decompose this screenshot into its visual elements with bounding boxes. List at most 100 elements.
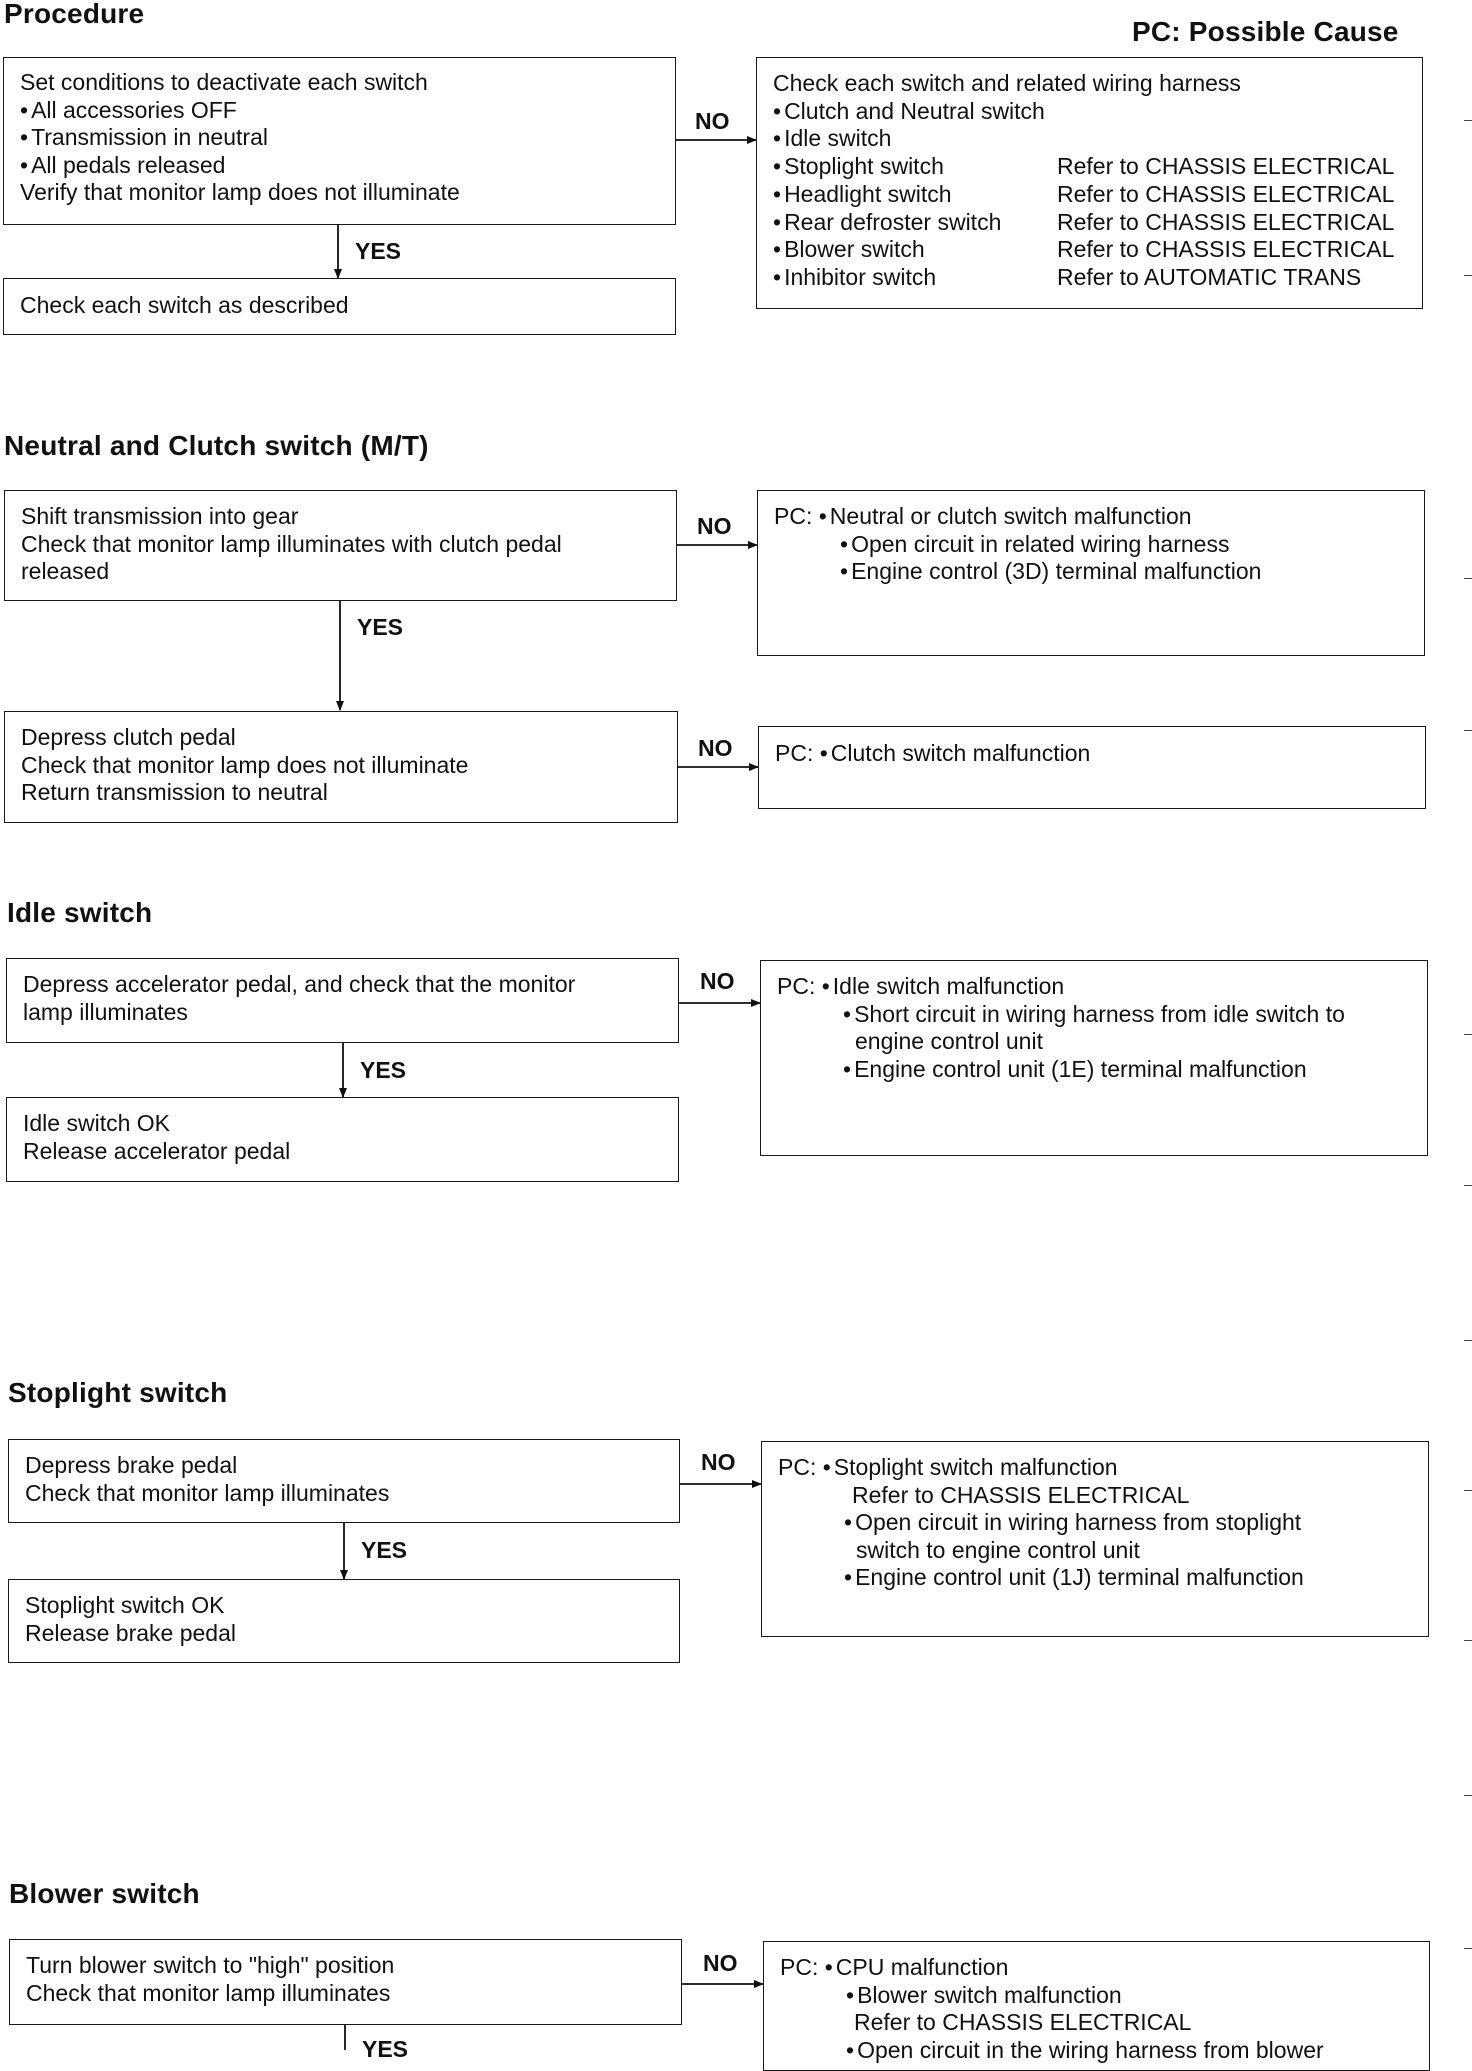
margin-mark [1464,1034,1472,1035]
step-text: Shift transmission into gear [21,503,299,529]
pc-legend: PC: Possible Cause [1132,16,1399,47]
switch-ref: Refer to CHASSIS ELECTRICAL [1057,180,1395,207]
check-harness-box: Check each switch and related wiring har… [756,57,1423,309]
pc-item: Clutch switch malfunction [820,740,1091,766]
possible-cause-box: PC: CPU malfunction Blower switch malfun… [763,1941,1430,2071]
pc-line: PC: Neutral or clutch switch malfunction [774,503,1408,531]
switch-name: Headlight switch [773,181,1057,209]
step-text: Check that monitor lamp does not illumin… [21,751,469,778]
pc-prefix: PC: [778,1454,817,1480]
step-title: Set conditions to deactivate each switch [20,69,428,95]
step-text: Depress clutch pedal [21,724,236,750]
accelerator-step-box: Depress accelerator pedal, and check tha… [6,958,679,1043]
yes-label: YES [360,1057,407,1083]
blower-step-box: Turn blower switch to "high" position Ch… [9,1939,682,2025]
margin-mark [1464,1795,1472,1796]
pc-prefix: PC: [780,1954,819,1980]
yes-label: YES [357,614,404,640]
pc-item: Open circuit in wiring harness from stop… [778,1509,1412,1537]
margin-mark [1464,1185,1472,1186]
yes-label: YES [361,1537,408,1563]
pc-item: Blower switch malfunction [780,1982,1413,2010]
condition-item: All accessories OFF [20,97,659,125]
section-title: Idle switch [7,897,153,928]
step-text: Check that monitor lamp illuminates with… [21,530,562,557]
condition-item: Transmission in neutral [20,124,659,152]
switch-name: Inhibitor switch [773,264,1057,292]
pc-prefix: PC: [775,740,814,766]
pc-item: Neutral or clutch switch malfunction [819,503,1192,529]
step-text: Return transmission to neutral [21,779,328,805]
section-title: Neutral and Clutch switch (M/T) [4,430,429,461]
yes-label: YES [355,238,402,264]
procedure-heading: Procedure [4,0,145,29]
depress-clutch-step-box: Depress clutch pedal Check that monitor … [4,711,678,823]
switch-ref: Refer to CHASSIS ELECTRICAL [1057,236,1395,263]
stoplight-ok-box: Stoplight switch OK Release brake pedal [8,1579,680,1663]
pc-line: PC: Clutch switch malfunction [775,740,1409,768]
idle-ok-box: Idle switch OK Release accelerator pedal [6,1097,679,1182]
switch-ref: Refer to AUTOMATIC TRANS [1057,263,1362,290]
step-text: Idle switch OK [23,1110,170,1136]
step-text: Turn blower switch to "high" position [26,1952,395,1978]
verify-text: Verify that monitor lamp does not illumi… [20,179,460,205]
no-label: NO [703,1950,738,1976]
pc-item: Engine control unit (1E) terminal malfun… [777,1056,1411,1084]
step-text: Stoplight switch OK [25,1592,225,1618]
deactivate-step-box: Set conditions to deactivate each switch… [3,57,676,225]
no-label: NO [700,968,735,994]
margin-mark [1464,1490,1472,1491]
step-text: Depress accelerator pedal, and check tha… [23,971,576,997]
pc-item: Engine control (3D) terminal malfunction [774,558,1408,586]
no-label: NO [697,513,732,539]
step-text: Check that monitor lamp illuminates [25,1479,390,1506]
margin-mark [1464,1340,1472,1341]
step-text: Release accelerator pedal [23,1137,291,1164]
pc-line: PC: Idle switch malfunction [777,973,1411,1001]
possible-cause-box: PC: Stoplight switch malfunction Refer t… [761,1441,1429,1637]
step-text: Release brake pedal [25,1619,236,1646]
margin-mark [1464,275,1472,276]
pc-line: PC: Stoplight switch malfunction [778,1454,1412,1482]
switch-ref: Refer to CHASSIS ELECTRICAL [1057,208,1395,235]
pc-prefix: PC: [777,973,816,999]
possible-cause-box: PC: Idle switch malfunction Short circui… [760,960,1428,1156]
step-text: released [21,558,110,584]
switch-ref: Refer to CHASSIS ELECTRICAL [1057,153,1395,180]
margin-mark [1464,578,1472,579]
pc-item: Engine control unit (1J) terminal malfun… [778,1564,1412,1592]
step-text: Depress brake pedal [25,1452,238,1478]
no-label: NO [695,108,730,134]
pc-item: Open circuit in related wiring harness [774,531,1408,559]
switch-name: Blower switch [773,236,1057,264]
switch-row: Clutch and Neutral switch [773,98,1406,126]
brake-step-box: Depress brake pedal Check that monitor l… [8,1439,680,1523]
check-switches-text: Check each switch as described [20,292,349,318]
harness-title: Check each switch and related wiring har… [773,70,1241,96]
pc-item-cont: engine control unit [855,1028,1043,1054]
switch-name: Rear defroster switch [773,209,1057,237]
margin-mark [1464,120,1472,121]
no-label: NO [701,1449,736,1475]
pc-item: Idle switch malfunction [822,973,1064,999]
possible-cause-box: PC: Neutral or clutch switch malfunction… [757,490,1425,656]
shift-gear-step-box: Shift transmission into gear Check that … [4,490,677,601]
possible-cause-box: PC: Clutch switch malfunction [758,726,1426,809]
pc-ref: Refer to CHASSIS ELECTRICAL [852,1481,1190,1508]
step-text: Check that monitor lamp illuminates [26,1979,391,2006]
pc-ref: Refer to CHASSIS ELECTRICAL [854,2009,1192,2035]
pc-prefix: PC: [774,503,813,529]
switch-name: Stoplight switch [773,153,1057,181]
pc-line: PC: CPU malfunction [780,1954,1413,1982]
step-text: lamp illuminates [23,998,188,1025]
condition-item: All pedals released [20,152,659,180]
pc-item: Open circuit in the wiring harness from … [780,2037,1413,2065]
section-title: Blower switch [9,1878,200,1909]
pc-item: Stoplight switch malfunction [823,1454,1118,1480]
